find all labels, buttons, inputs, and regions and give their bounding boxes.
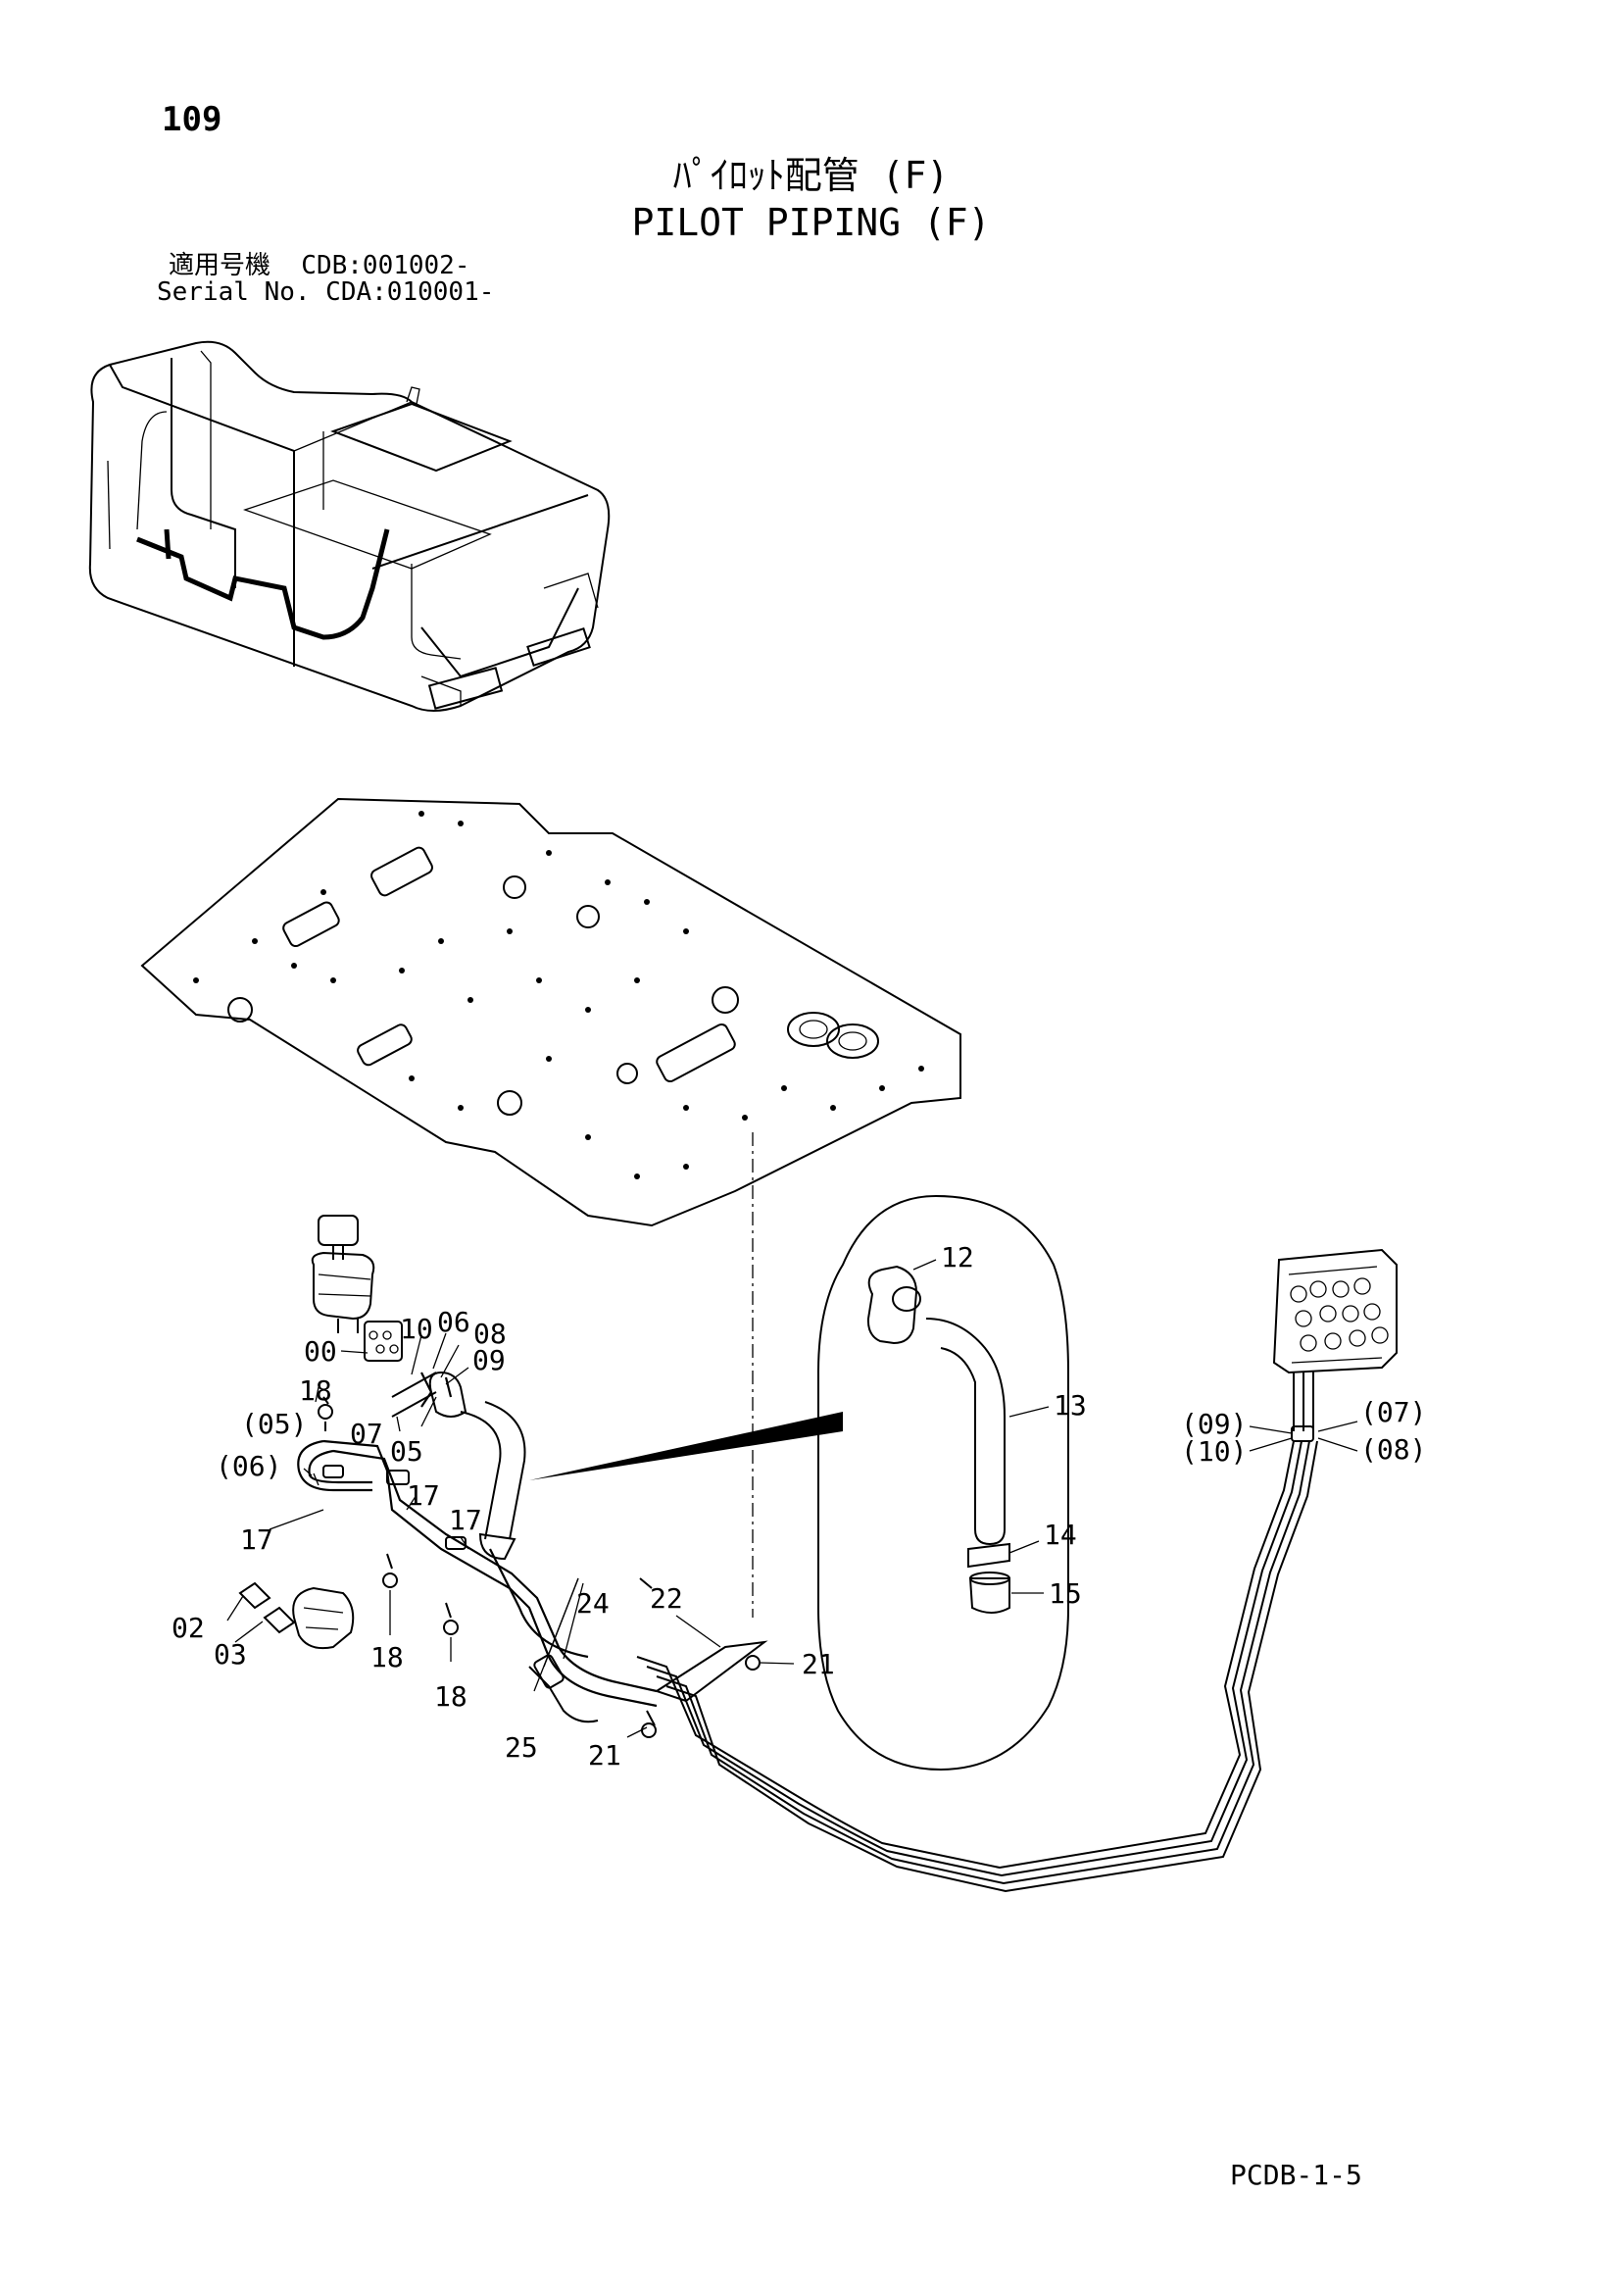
callout-18a: 18 xyxy=(299,1374,332,1407)
callout-06-ref: (06) xyxy=(216,1450,281,1482)
hose-assembly-illustration xyxy=(238,1371,1318,1893)
callout-12: 12 xyxy=(941,1241,974,1273)
detail-view-balloon xyxy=(817,1194,1069,1772)
callout-07: 07 xyxy=(350,1418,383,1450)
callout-08: 08 xyxy=(473,1318,507,1350)
callout-07-ref: (07) xyxy=(1360,1396,1426,1428)
callout-14: 14 xyxy=(1044,1519,1077,1551)
callout-22: 22 xyxy=(650,1582,683,1615)
callout-21b: 21 xyxy=(588,1739,621,1772)
callout-labels: 00 18 10 06 08 09 07 05 (05) (06) 17 17 … xyxy=(172,1241,1426,1772)
callout-17c: 17 xyxy=(449,1504,482,1536)
callout-05: 05 xyxy=(390,1435,423,1468)
callout-24: 24 xyxy=(576,1587,610,1620)
callout-21a: 21 xyxy=(802,1648,835,1680)
callout-09: 09 xyxy=(472,1344,506,1376)
callout-18c: 18 xyxy=(434,1680,467,1713)
applicable-serial-japanese: 適用号機 CDB:001002- xyxy=(169,251,470,280)
footer-code: PCDB-1-5 xyxy=(1230,2159,1362,2191)
page-number: 109 xyxy=(162,100,222,139)
callout-15: 15 xyxy=(1049,1577,1082,1610)
floor-plate-illustration xyxy=(140,797,961,1227)
callout-02: 02 xyxy=(172,1612,205,1644)
callout-09-ref: (09) xyxy=(1181,1408,1247,1440)
callout-00: 00 xyxy=(304,1335,337,1368)
callout-06: 06 xyxy=(437,1306,470,1338)
callout-17b: 17 xyxy=(407,1479,440,1512)
title-japanese: ﾊﾟｲﾛｯﾄ配管 (F) xyxy=(672,154,950,197)
callout-08-ref: (08) xyxy=(1360,1433,1426,1466)
excavator-overview-illustration xyxy=(88,340,611,712)
applicable-serial-english: Serial No. CDA:010001- xyxy=(157,277,495,307)
callout-17a: 17 xyxy=(240,1523,273,1556)
callout-10: 10 xyxy=(400,1313,433,1345)
callout-25: 25 xyxy=(505,1731,538,1764)
title-english: PILOT PIPING (F) xyxy=(631,201,991,244)
callout-05-ref: (05) xyxy=(241,1408,307,1440)
callout-03: 03 xyxy=(214,1638,247,1671)
callout-18b: 18 xyxy=(370,1641,404,1673)
pilot-valve-illustration xyxy=(311,1215,403,1362)
callout-10-ref: (10) xyxy=(1181,1435,1247,1468)
control-valve-illustration xyxy=(1272,1248,1398,1442)
callout-13: 13 xyxy=(1054,1389,1087,1422)
callout-leaders xyxy=(226,1259,1358,1738)
